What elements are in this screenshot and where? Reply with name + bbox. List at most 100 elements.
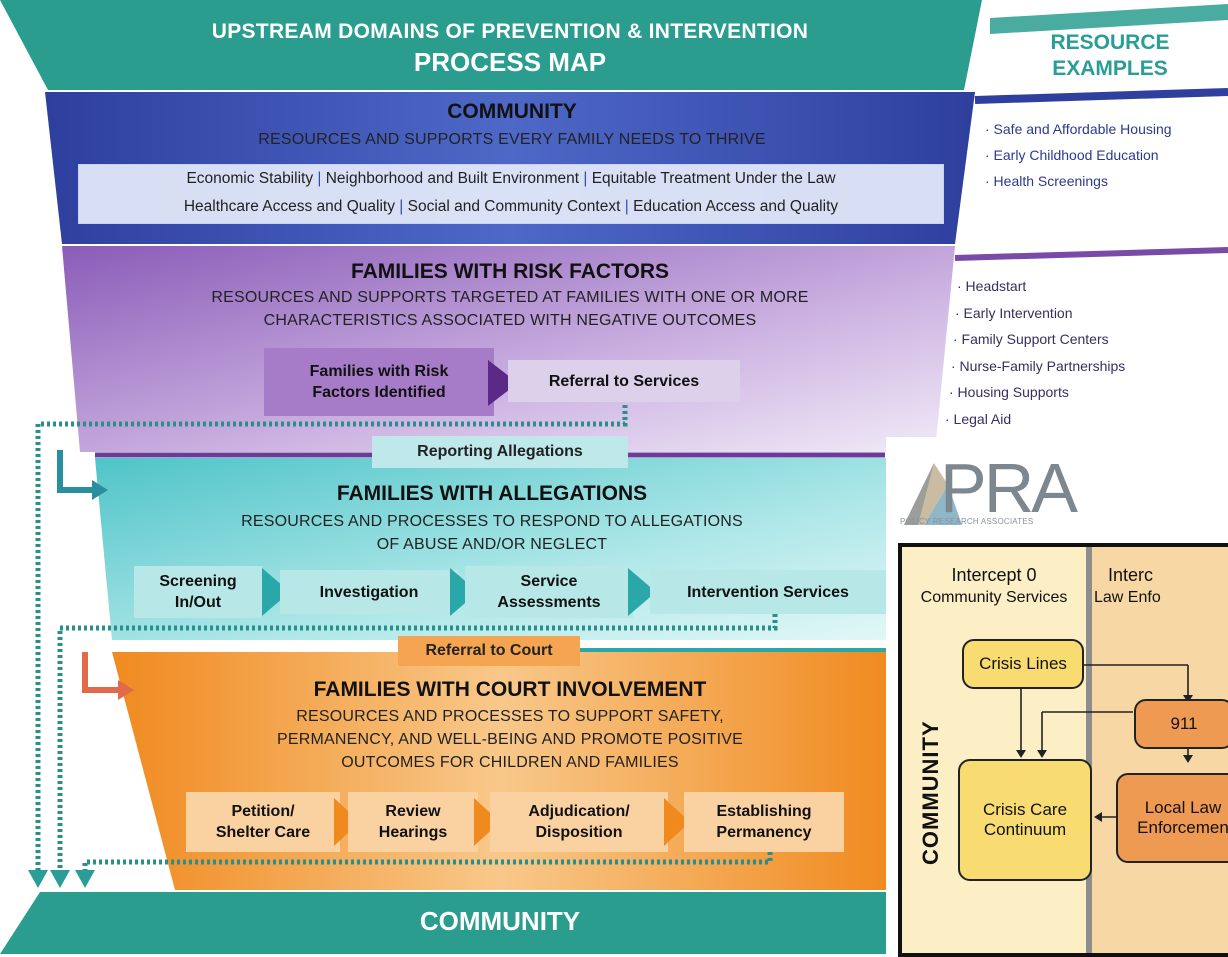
step-label: Screening xyxy=(159,573,237,590)
allegations-arrow-2 xyxy=(450,568,478,616)
resource-item: · Early Intervention xyxy=(955,304,1073,321)
return-flow-lines xyxy=(35,405,778,870)
step-label: Hearings xyxy=(378,824,448,841)
step-investigation: Investigation xyxy=(280,570,458,614)
court-title: FAMILIES WITH COURT INVOLVEMENT xyxy=(313,678,707,701)
reporting-entry-arrow xyxy=(57,450,92,493)
step-adjudication: Adjudication/Disposition xyxy=(490,792,668,852)
step-risk-identified: Families with Risk Factors Identified xyxy=(264,348,494,416)
community-title: COMMUNITY xyxy=(447,100,577,123)
resource-item: · Early Childhood Education xyxy=(985,147,1159,163)
intercept-0-column xyxy=(902,547,1086,953)
step-label: Assessments xyxy=(497,594,601,611)
node-label: Local Law xyxy=(1144,798,1222,817)
community-section: COMMUNITY RESOURCES AND SUPPORTS EVERY F… xyxy=(62,100,962,151)
step-label: Families with Risk xyxy=(309,363,449,380)
intercept-1-title: Interc xyxy=(1108,565,1154,585)
step-petition: Petition/Shelter Care xyxy=(186,792,340,852)
court-entry-arrow xyxy=(82,652,118,693)
node-label: Enforcemen xyxy=(1137,818,1228,837)
domain-item: Neighborhood and Built Environment xyxy=(325,170,580,187)
step-label: Review xyxy=(385,803,441,820)
resources-header-line1: RESOURCE xyxy=(1050,31,1170,54)
step-label: Permanency xyxy=(716,824,812,841)
court-arrow-1 xyxy=(334,798,360,846)
node-label: Crisis Care xyxy=(982,800,1068,819)
step-label: Shelter Care xyxy=(215,824,311,841)
allegations-arrow-1 xyxy=(262,568,290,616)
risk-step-arrow xyxy=(488,360,518,406)
node-crisis-lines: Crisis Lines xyxy=(962,639,1084,689)
pra-panel: PRA POLICY RESEARCH ASSOCIATES Intercept… xyxy=(886,437,1228,957)
step-referral-to-services: Referral to Services xyxy=(508,360,740,402)
intercept-connectors xyxy=(1016,660,1193,822)
step-label: Factors Identified xyxy=(312,384,446,401)
resources-header-line2: EXAMPLES xyxy=(1052,57,1168,80)
step-label: Establishing xyxy=(716,803,812,820)
node-local-law-enforcement: Local Law Enforcemen xyxy=(1116,773,1228,863)
resource-item: · Safe and Affordable Housing xyxy=(985,121,1172,137)
node-911: 911 xyxy=(1134,699,1228,749)
reporting-allegations-label: Reporting Allegations xyxy=(372,436,628,468)
pra-logo-text: PRA xyxy=(940,449,1078,527)
community-bottom-band xyxy=(0,892,1000,954)
court-entry-arrowhead xyxy=(118,680,134,700)
allegations-subtitle-2: OF ABUSE AND/OR NEGLECT xyxy=(376,536,608,553)
node-crisis-care-continuum: Crisis Care Continuum xyxy=(958,759,1092,881)
risk-resources-list: · Headstart · Early Intervention · Famil… xyxy=(945,273,1205,432)
risk-subtitle-1: RESOURCES AND SUPPORTS TARGETED AT FAMIL… xyxy=(211,289,809,306)
return-arrowheads xyxy=(28,870,95,888)
referral-to-court-label: Referral to Court xyxy=(398,636,580,666)
court-arrow-3 xyxy=(664,798,690,846)
reporting-entry-arrowhead xyxy=(92,480,108,500)
resources-header: RESOURCE EXAMPLES xyxy=(995,30,1225,82)
pra-logo-mark xyxy=(904,463,962,525)
domain-item: Economic Stability xyxy=(186,170,314,187)
page-title: PROCESS MAP xyxy=(413,47,607,77)
pra-logo-subtext: POLICY RESEARCH ASSOCIATES xyxy=(900,517,1034,526)
court-subtitle-2: PERMANENCY, AND WELL-BEING AND PROMOTE P… xyxy=(276,731,744,748)
intercept-1-header: Interc Law Enfo xyxy=(1094,565,1228,607)
risk-subtitle-2: CHARACTERISTICS ASSOCIATED WITH NEGATIVE… xyxy=(263,312,757,329)
step-label: Adjudication/ xyxy=(528,803,630,820)
header-line1: UPSTREAM DOMAINS OF PREVENTION & INTERVE… xyxy=(211,20,809,43)
domains-box: Economic Stability | Neighborhood and Bu… xyxy=(78,164,944,224)
step-label: In/Out xyxy=(174,594,222,611)
community-bottom-label: COMMUNITY xyxy=(419,906,581,936)
community-resources-list: · Safe and Affordable Housing · Early Ch… xyxy=(985,116,1225,194)
court-subtitle-1: RESOURCES AND PROCESSES TO SUPPORT SAFET… xyxy=(296,708,724,725)
domains-row-1: Economic Stability | Neighborhood and Bu… xyxy=(186,170,836,187)
domain-item: Education Access and Quality xyxy=(633,198,839,215)
risk-title: FAMILIES WITH RISK FACTORS xyxy=(350,260,670,283)
resource-item: · Nurse-Family Partnerships xyxy=(951,357,1126,374)
resource-item: · Housing Supports xyxy=(949,384,1069,400)
resource-item: · Headstart xyxy=(957,278,1027,294)
allegations-subtitle-1: RESOURCES AND PROCESSES TO RESPOND TO AL… xyxy=(241,513,743,530)
intercept-diagram: Intercept 0 Community Services Interc La… xyxy=(898,543,1228,957)
intercept-0-header: Intercept 0 Community Services xyxy=(902,565,1086,607)
allegations-section: FAMILIES WITH ALLEGATIONS RESOURCES AND … xyxy=(112,482,872,556)
community-resource-divider xyxy=(974,88,1228,104)
intercept-1-subtitle: Law Enfo xyxy=(1094,589,1161,606)
resource-item: · Legal Aid xyxy=(945,410,1012,427)
community-vertical-label: COMMUNITY xyxy=(918,720,943,865)
domains-row-2: Healthcare Access and Quality | Social a… xyxy=(183,198,839,215)
risk-resource-divider xyxy=(954,247,1228,261)
court-arrow-2 xyxy=(474,798,500,846)
resource-header-band xyxy=(990,4,1228,34)
step-label: Disposition xyxy=(535,824,623,841)
resource-item: · Health Screenings xyxy=(985,173,1108,189)
intercept-0-subtitle: Community Services xyxy=(920,589,1068,606)
domain-item: Healthcare Access and Quality xyxy=(183,198,395,215)
intercept-1-column xyxy=(1092,547,1228,953)
header-banner xyxy=(0,0,982,90)
domain-item: Equitable Treatment Under the Law xyxy=(591,170,836,187)
step-label: Service xyxy=(520,573,578,590)
allegations-arrow-3 xyxy=(628,568,656,616)
intercept-0-title: Intercept 0 xyxy=(951,565,1037,585)
step-intervention-services: Intervention Services xyxy=(650,570,886,614)
